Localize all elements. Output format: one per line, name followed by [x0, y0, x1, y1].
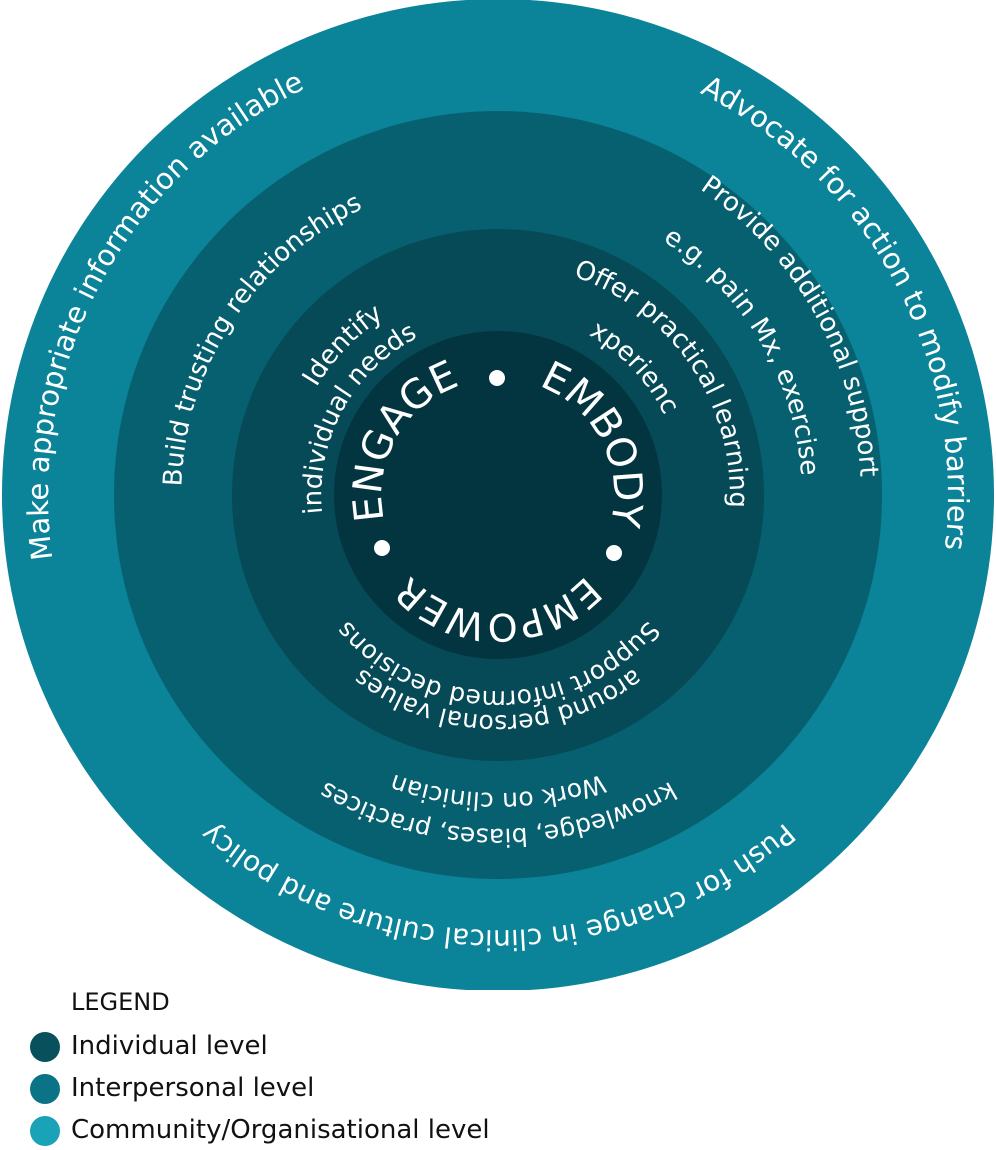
legend-label-community: Community/Organisational level — [71, 1115, 490, 1145]
legend-item-individual: Individual level — [30, 1029, 630, 1063]
legend-title: LEGEND — [71, 988, 170, 1016]
core-bullet-top — [489, 370, 505, 386]
individual-level-swatch-icon — [30, 1032, 60, 1062]
core-circle — [334, 331, 662, 659]
core-bullet-right — [606, 545, 622, 561]
legend-item-interpersonal: Interpersonal level — [30, 1071, 630, 1105]
community-level-swatch-icon — [30, 1116, 60, 1146]
legend-label-individual: Individual level — [71, 1031, 268, 1061]
engagement-model-diagram: ENGAGE EMBODY EMPOWER Identify individua… — [2, 0, 994, 990]
core-bullet-left — [374, 540, 390, 556]
legend-label-interpersonal: Interpersonal level — [71, 1073, 315, 1103]
legend-item-community: Community/Organisational level — [30, 1113, 630, 1147]
interpersonal-level-swatch-icon — [30, 1074, 60, 1104]
